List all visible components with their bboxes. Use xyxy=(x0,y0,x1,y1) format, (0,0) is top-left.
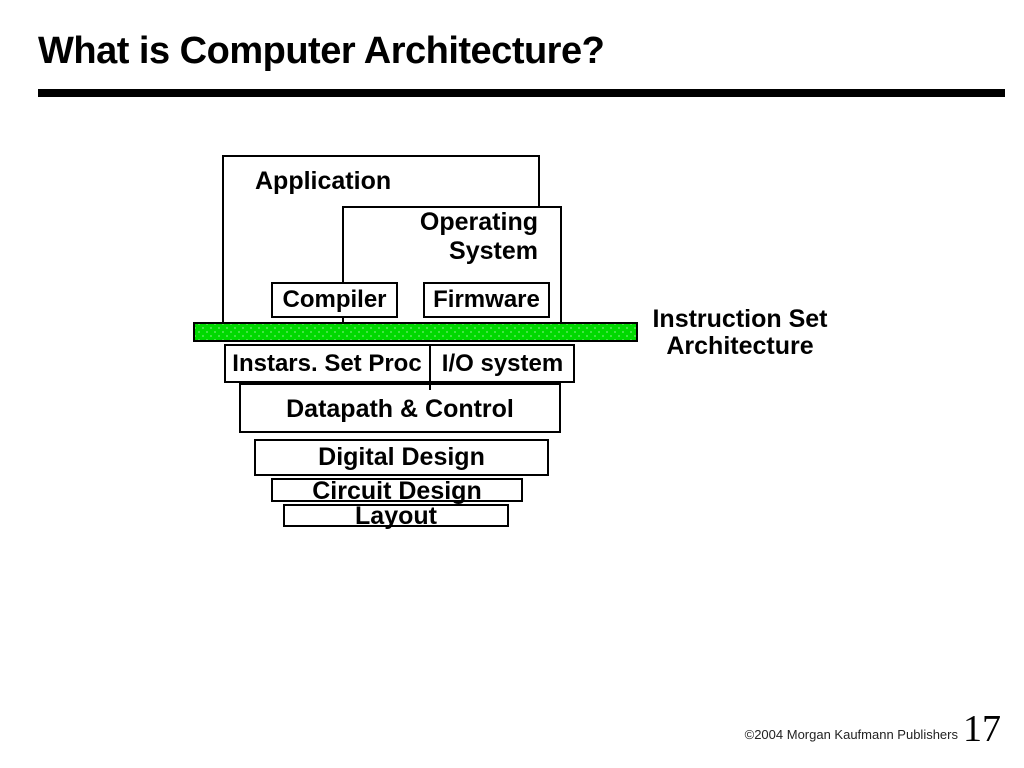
io-system-label: I/O system xyxy=(441,349,564,377)
instruction-set-architecture-bar xyxy=(193,322,638,342)
proc-io-divider-line xyxy=(429,344,431,390)
title-underline xyxy=(38,89,1005,97)
datapath-control-box xyxy=(239,383,561,433)
compiler-box: Compiler xyxy=(271,282,398,318)
slide-title: What is Computer Architecture? xyxy=(38,30,605,72)
instr-set-proc-cell: Instars. Set Proc xyxy=(226,346,428,381)
digital-design-label: Digital Design xyxy=(318,443,485,471)
operating-system-label-line2: System xyxy=(449,237,538,265)
layout-label: Layout xyxy=(355,502,437,530)
isa-label-line1: Instruction Set xyxy=(652,305,828,333)
digital-design-box xyxy=(254,439,549,476)
datapath-control-label: Datapath & Control xyxy=(286,395,514,423)
circuit-design-label: Circuit Design xyxy=(312,477,482,505)
instruction-set-architecture-label: Instruction Set Architecture xyxy=(645,306,835,360)
firmware-label: Firmware xyxy=(433,286,540,313)
footer-copyright: ©2004 Morgan Kaufmann Publishers xyxy=(744,727,958,742)
operating-system-label-line1: Operating xyxy=(419,208,538,236)
circuit-design-box xyxy=(271,478,523,502)
compiler-label: Compiler xyxy=(282,286,387,313)
application-label: Application xyxy=(255,167,392,195)
footer-page-number: 17 xyxy=(963,708,1001,750)
processor-io-box xyxy=(224,344,575,383)
firmware-box: Firmware xyxy=(423,282,550,318)
isa-label-line2: Architecture xyxy=(666,332,814,360)
layout-box xyxy=(283,504,509,527)
operating-system-label: Operating System xyxy=(342,208,538,266)
instr-set-proc-label: Instars. Set Proc xyxy=(232,349,422,377)
io-system-cell: I/O system xyxy=(432,346,573,381)
